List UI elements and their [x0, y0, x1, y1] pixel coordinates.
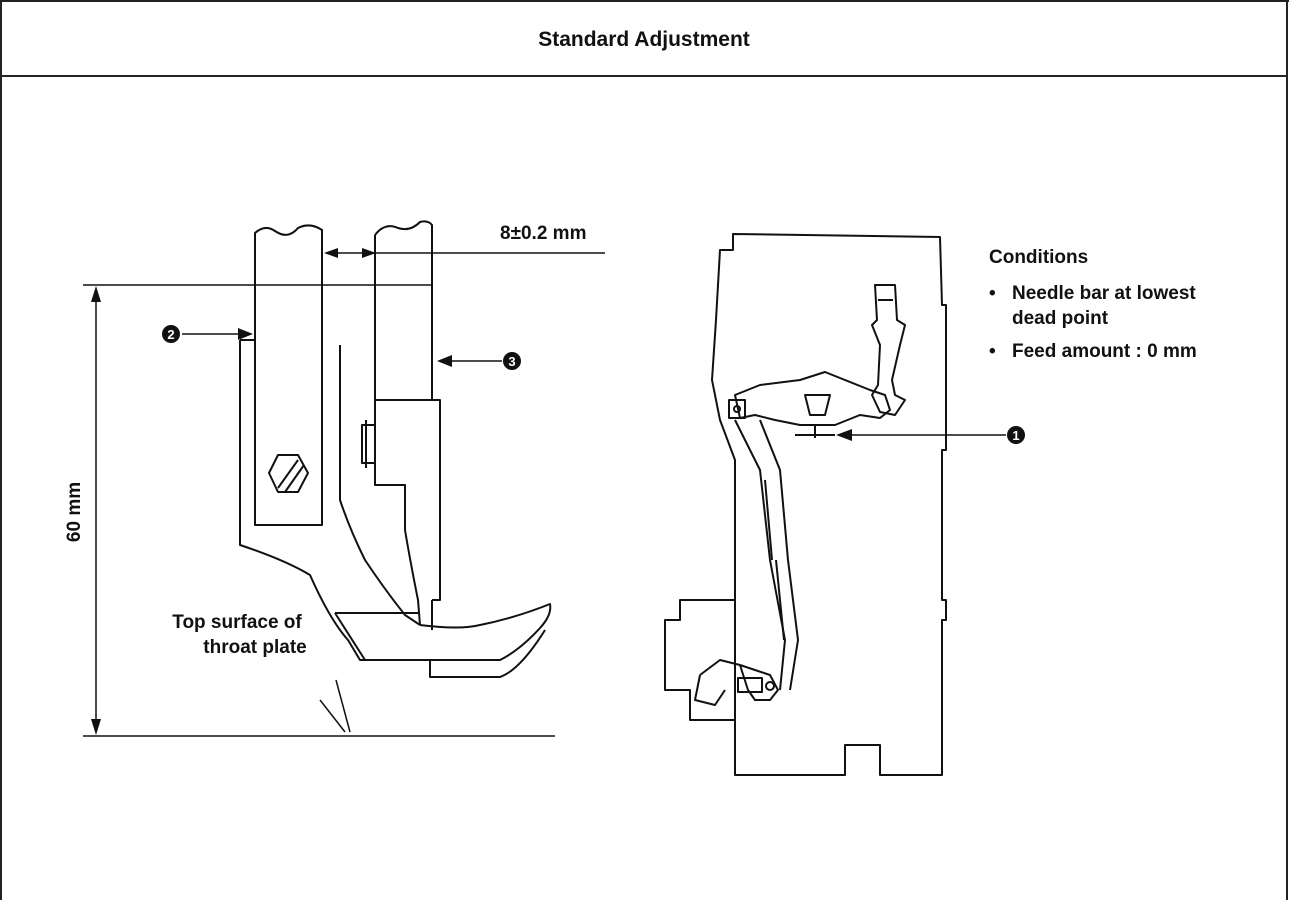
marker-3-label: 3	[508, 354, 515, 369]
header-bar: Standard Adjustment	[1, 1, 1287, 77]
mechanism-diagram	[664, 233, 947, 776]
marker-1-pointer	[836, 429, 1006, 441]
conditions-item-1-line-2: dead point	[1012, 308, 1109, 329]
upper-linkage	[734, 371, 891, 426]
surface-label-line2: throat plate	[203, 637, 306, 658]
marker-1-label: 1	[1012, 428, 1019, 443]
marker-1-icon: 1	[1007, 426, 1025, 444]
presser-bar-left	[240, 224, 323, 526]
lower-bracket	[694, 659, 779, 706]
marker-2-icon: 2	[162, 325, 180, 343]
conditions-bullet-1: •	[989, 283, 996, 304]
conditions-heading: Conditions	[989, 247, 1088, 268]
marker-3-icon: 3	[503, 352, 521, 370]
presser-bar-right	[361, 220, 441, 630]
presser-foot-body	[239, 340, 430, 661]
screw-icon	[268, 454, 309, 493]
surface-label-line1: Top surface of	[172, 612, 302, 633]
marker-2-label: 2	[167, 327, 174, 342]
housing-outline	[664, 233, 947, 776]
height-dimension-label: 60 mm	[64, 482, 85, 542]
conditions-item-1-line-1: Needle bar at lowest	[1012, 283, 1196, 304]
presser-foot-diagram	[239, 220, 552, 678]
dimension-lines	[83, 248, 605, 737]
page-title: Standard Adjustment	[538, 28, 750, 51]
gap-dimension-label: 8±0.2 mm	[500, 223, 586, 244]
upper-rod	[871, 284, 906, 416]
conditions-bullet-2: •	[989, 341, 996, 362]
feed-arm	[734, 419, 799, 691]
conditions-block: Conditions • Needle bar at lowest dead p…	[989, 247, 1197, 362]
presser-foot-toe	[419, 603, 552, 678]
conditions-item-2: Feed amount : 0 mm	[1012, 341, 1197, 362]
